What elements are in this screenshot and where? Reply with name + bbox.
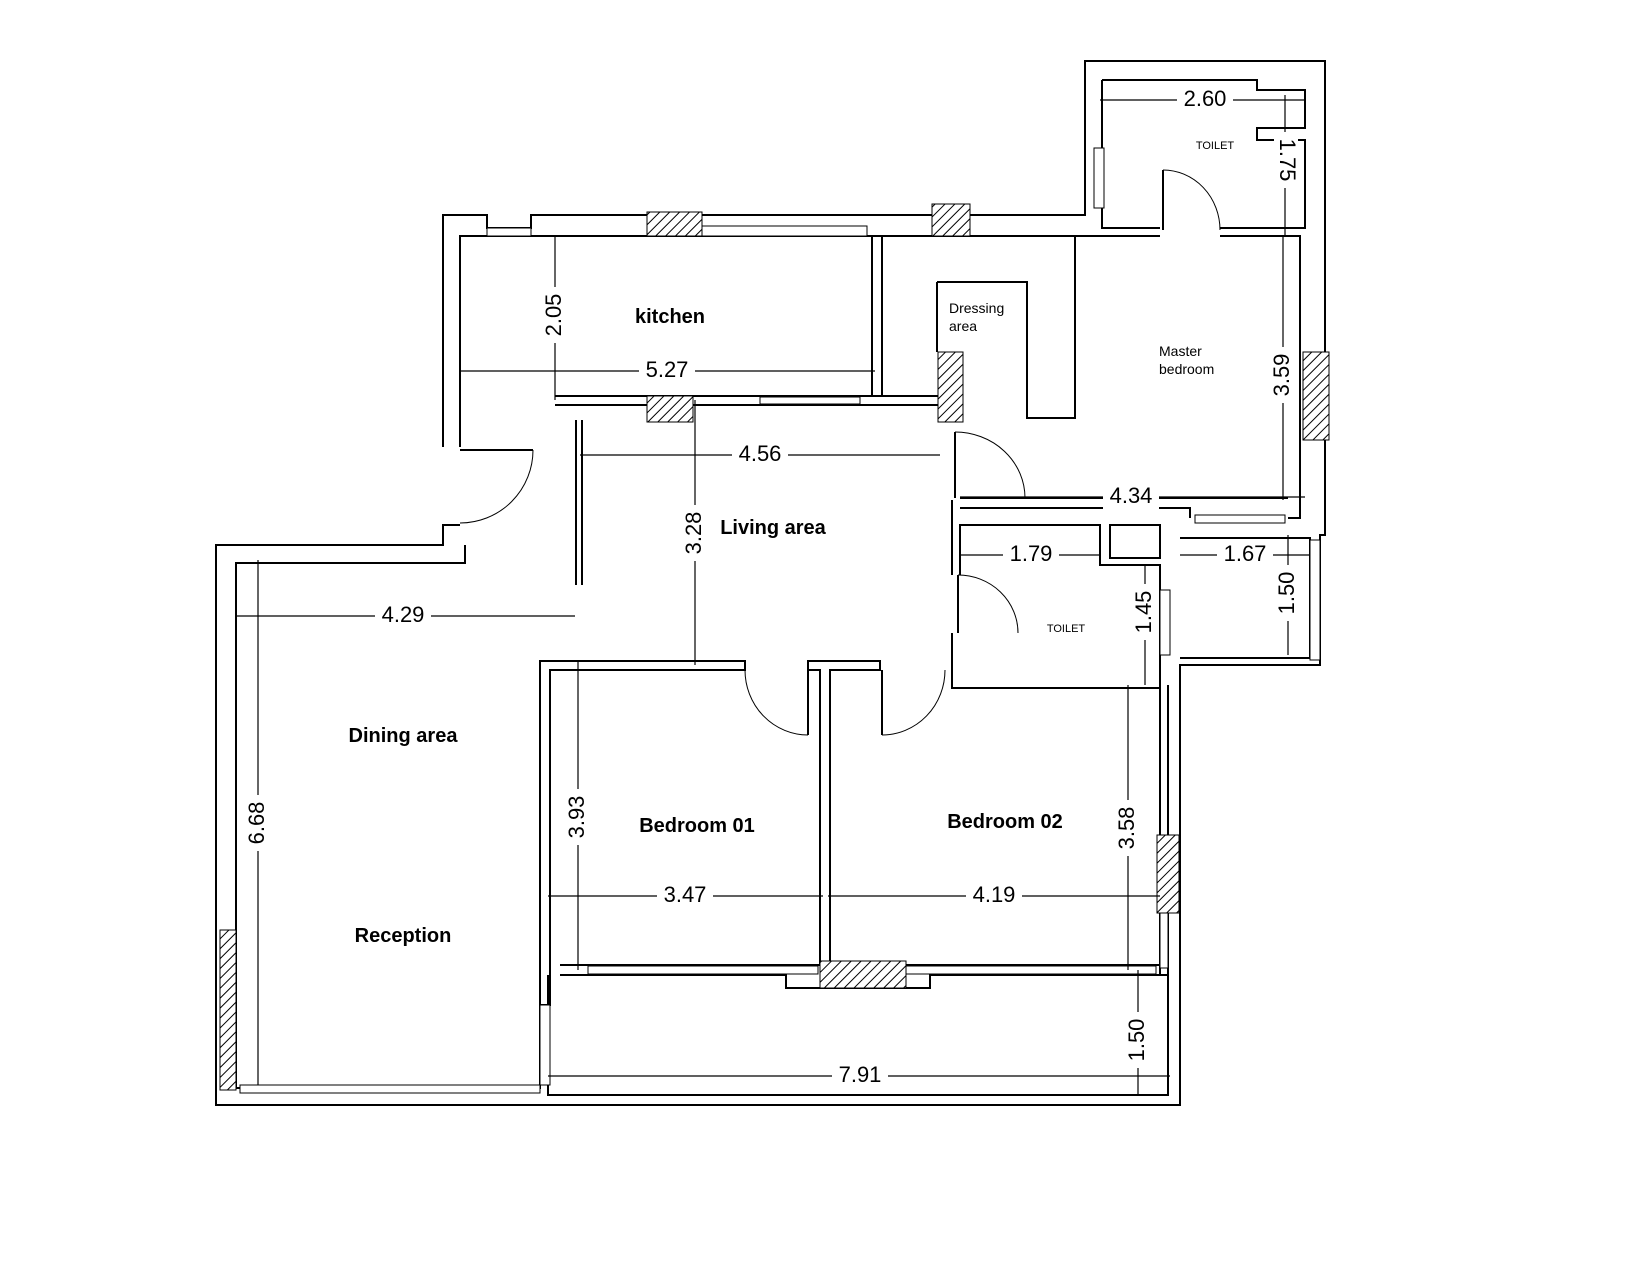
label-dining: Dining area bbox=[349, 725, 459, 747]
dim-master-width: 4.34 bbox=[1110, 483, 1153, 508]
dim-toilet2-depth: 1.45 bbox=[1131, 591, 1156, 634]
dim-living-depth: 3.28 bbox=[681, 512, 706, 555]
dim-balcony-depth: 1.50 bbox=[1274, 572, 1299, 615]
label-reception: Reception bbox=[355, 925, 452, 947]
dim-kitchen-depth: 2.05 bbox=[541, 294, 566, 337]
label-master-2: bedroom bbox=[1159, 361, 1214, 377]
master-bedroom-door[interactable] bbox=[954, 431, 1026, 499]
dim-bed2-depth: 3.58 bbox=[1114, 807, 1139, 850]
label-bedroom1: Bedroom 01 bbox=[639, 815, 755, 837]
label-kitchen: kitchen bbox=[635, 306, 705, 328]
label-bedroom2: Bedroom 02 bbox=[947, 811, 1063, 833]
label-dressing-2: area bbox=[949, 318, 977, 334]
bedroom1-door[interactable] bbox=[744, 669, 809, 736]
dim-toilet-width: 2.60 bbox=[1184, 86, 1227, 111]
room-labels: kitchen Dressing area Master bedroom TOI… bbox=[349, 140, 1235, 947]
label-master-1: Master bbox=[1159, 343, 1202, 359]
dim-terrace-width: 7.91 bbox=[839, 1062, 882, 1087]
dim-toilet-depth: 1.75 bbox=[1275, 139, 1300, 182]
label-toilet-master: TOILET bbox=[1196, 140, 1235, 152]
dim-kitchen-width: 5.27 bbox=[646, 357, 689, 382]
label-toilet-common: TOILET bbox=[1047, 623, 1086, 635]
master-toilet-door[interactable] bbox=[1162, 169, 1221, 231]
entrance-door[interactable] bbox=[459, 449, 534, 524]
dim-master-depth: 3.59 bbox=[1269, 354, 1294, 397]
dim-balcony-width: 1.67 bbox=[1224, 541, 1267, 566]
dim-bed1-width: 3.47 bbox=[664, 882, 707, 907]
toilet-door[interactable] bbox=[957, 574, 1019, 634]
dim-living-width: 4.56 bbox=[739, 441, 782, 466]
bedroom2-door[interactable] bbox=[881, 669, 946, 736]
dim-dining-width: 4.29 bbox=[382, 602, 425, 627]
dim-bed2-width: 4.19 bbox=[973, 882, 1016, 907]
dim-dining-depth: 6.68 bbox=[244, 802, 269, 845]
dim-terrace-depth: 1.50 bbox=[1124, 1019, 1149, 1062]
label-living: Living area bbox=[720, 517, 826, 539]
doors bbox=[459, 169, 1221, 736]
outer-walls bbox=[215, 60, 1326, 1106]
windows bbox=[239, 147, 1321, 1094]
label-dressing-1: Dressing bbox=[949, 300, 1004, 316]
dimension-labels: 2.60 1.75 2.05 5.27 3.59 4.56 3.28 4.34 … bbox=[244, 86, 1300, 1088]
columns bbox=[219, 203, 1330, 1091]
dim-bed1-depth: 3.93 bbox=[564, 796, 589, 839]
dim-toilet2-width: 1.79 bbox=[1010, 541, 1053, 566]
